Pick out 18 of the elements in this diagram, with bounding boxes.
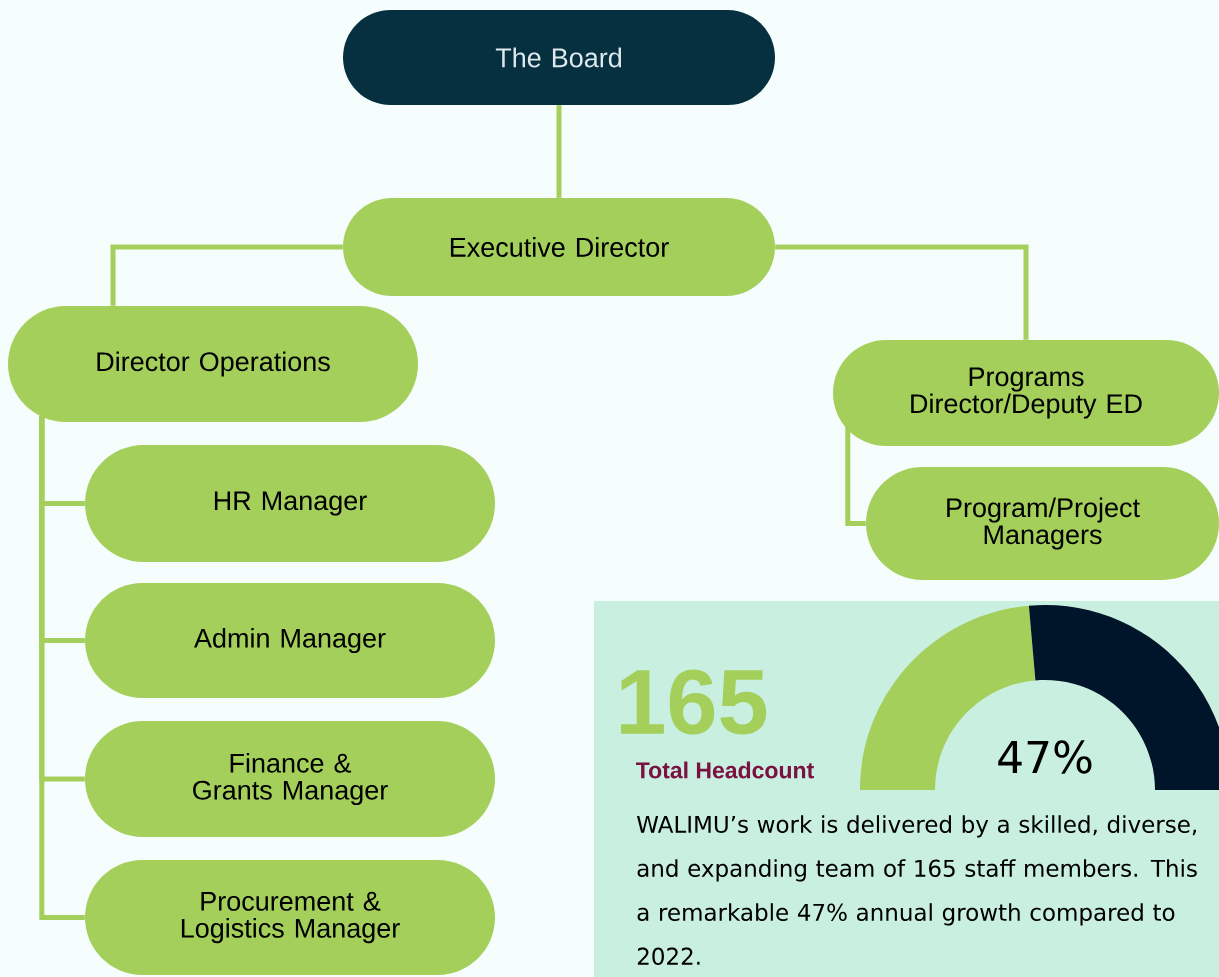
- role-box: Admin Manager: [85, 583, 495, 698]
- connector-line: [39, 416, 85, 920]
- headcount-caption: Total Headcount: [636, 761, 814, 779]
- role-box: Programs Director/Deputy ED: [833, 340, 1219, 446]
- board-box: The Board: [343, 10, 775, 105]
- connector-line: [845, 426, 866, 526]
- role-box: Director Operations: [8, 306, 418, 422]
- description-text: WALIMU’s work is delivered by a skilled, diverse, and expanding team of 165 staff members. This a remarkable 47% annual growth compared to 2022.: [636, 815, 1197, 965]
- percent-label: 47%: [998, 740, 1092, 774]
- headcount-number: 165: [621, 669, 767, 735]
- connector-line: [556, 105, 562, 198]
- role-box: Program/Project Managers: [866, 467, 1219, 580]
- role-box: HR Manager: [85, 445, 495, 562]
- role-box: Finance & Grants Manager: [85, 721, 495, 837]
- role-box: Executive Director: [343, 198, 775, 296]
- connector-line: [110, 244, 343, 306]
- connector-line: [775, 244, 1029, 340]
- role-box: Procurement & Logistics Manager: [85, 860, 495, 975]
